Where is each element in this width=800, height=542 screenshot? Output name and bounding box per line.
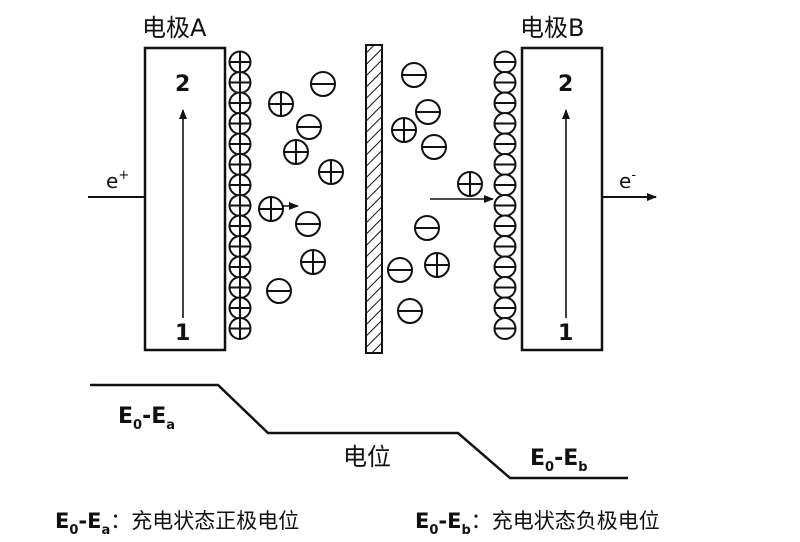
electrode-a-plate	[143, 46, 227, 352]
electrolyte-ions	[258, 62, 483, 324]
cation-icon	[228, 296, 252, 320]
cation-icon	[268, 91, 294, 117]
anion-icon	[295, 211, 321, 237]
electrode-b-plate	[520, 46, 604, 352]
potential-level-a: E0-Ea	[118, 404, 175, 433]
anion-icon	[296, 114, 322, 140]
electrode-b-marker-top: 2	[558, 72, 573, 97]
cation-icon	[228, 235, 252, 258]
cation-icon	[228, 50, 252, 74]
potential-level-b: E0-Eb	[530, 446, 588, 475]
anion-icon	[493, 71, 517, 94]
cation-icon	[228, 173, 252, 197]
electrode-a-marker-top: 2	[175, 72, 190, 97]
cation-icon	[258, 196, 284, 222]
legend-item-positive: E0-Ea：充电状态正极电位	[55, 509, 299, 538]
potential-label: 电位	[343, 443, 391, 471]
separator	[365, 44, 383, 354]
anion-icon	[493, 173, 517, 197]
cation-icon	[391, 117, 417, 143]
anion-icon	[493, 214, 517, 238]
anion-icon	[493, 132, 517, 156]
anion-icon	[397, 298, 423, 324]
cation-icon	[228, 317, 252, 340]
cation-icon	[228, 153, 252, 176]
anion-icon	[493, 91, 517, 115]
anion-icon	[310, 71, 336, 97]
cation-icon	[457, 171, 483, 197]
electrode-a-positive-layer	[228, 50, 252, 340]
cation-icon	[228, 214, 252, 238]
carrier-left-label: e+	[106, 168, 129, 193]
anion-icon	[493, 255, 517, 279]
potential-profile-line	[90, 383, 628, 480]
electrode-b-marker-bottom: 1	[558, 321, 573, 346]
cation-icon	[424, 252, 450, 278]
cation-icon	[228, 255, 252, 279]
cation-icon	[228, 132, 252, 156]
electrode-a-marker-bottom: 1	[175, 321, 190, 346]
anion-icon	[493, 50, 517, 74]
anion-icon	[493, 112, 517, 135]
cation-icon	[228, 71, 252, 94]
legend-item-negative: E0-Eb：充电状态负极电位	[415, 509, 660, 538]
cation-icon	[318, 159, 344, 185]
anion-icon	[493, 235, 517, 258]
electrode-b-negative-layer	[493, 50, 517, 340]
anion-icon	[266, 278, 292, 304]
cation-icon	[283, 139, 309, 165]
cation-icon	[228, 112, 252, 135]
cation-icon	[300, 249, 326, 275]
anion-icon	[493, 194, 517, 217]
anion-icon	[415, 99, 441, 125]
carrier-right-label: e-	[619, 168, 636, 193]
anion-icon	[493, 276, 517, 299]
cation-icon	[228, 276, 252, 299]
electrode-b: 电极B 2 1	[520, 14, 604, 352]
electrode-a-label: 电极A	[142, 14, 207, 42]
anion-icon	[493, 296, 517, 320]
electrode-a: 电极A 2 1	[142, 14, 227, 352]
legend: E0-Ea：充电状态正极电位 E0-Eb：充电状态负极电位	[55, 509, 660, 538]
cation-icon	[228, 194, 252, 217]
electrode-b-label: 电极B	[520, 14, 584, 42]
anion-icon	[493, 317, 517, 340]
anion-icon	[387, 257, 413, 283]
anion-icon	[414, 215, 440, 241]
anion-icon	[421, 134, 447, 160]
cation-icon	[228, 91, 252, 115]
anion-icon	[401, 62, 427, 88]
anion-icon	[493, 153, 517, 176]
